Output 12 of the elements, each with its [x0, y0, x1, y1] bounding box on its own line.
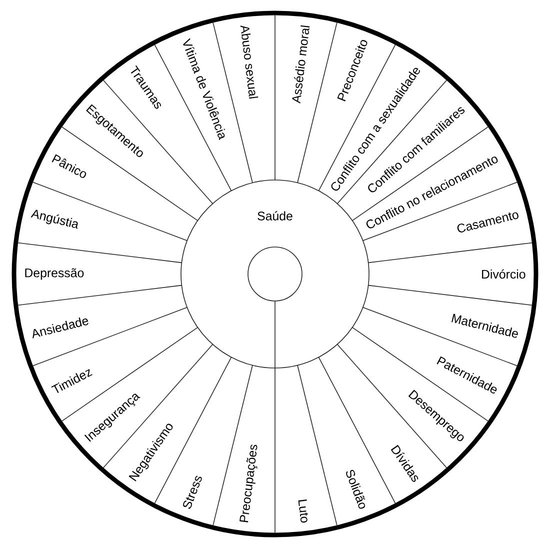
circle [248, 246, 302, 302]
sector-label: Stress [183, 476, 202, 509]
sector-label: Preocupações [240, 444, 258, 522]
sector-label: Depressão [25, 268, 84, 280]
sector-label: Divórcio [482, 269, 526, 279]
sector-label: Solidão [346, 470, 366, 509]
sector-label: Ansiedade [32, 317, 88, 338]
sector-label: Assédio moral [292, 25, 310, 104]
sector-label: Casamento [457, 212, 518, 232]
sector-label: Angústia [30, 210, 78, 229]
sector-label: Abuso sexual [240, 26, 258, 99]
sector-label: Luto [298, 500, 308, 523]
